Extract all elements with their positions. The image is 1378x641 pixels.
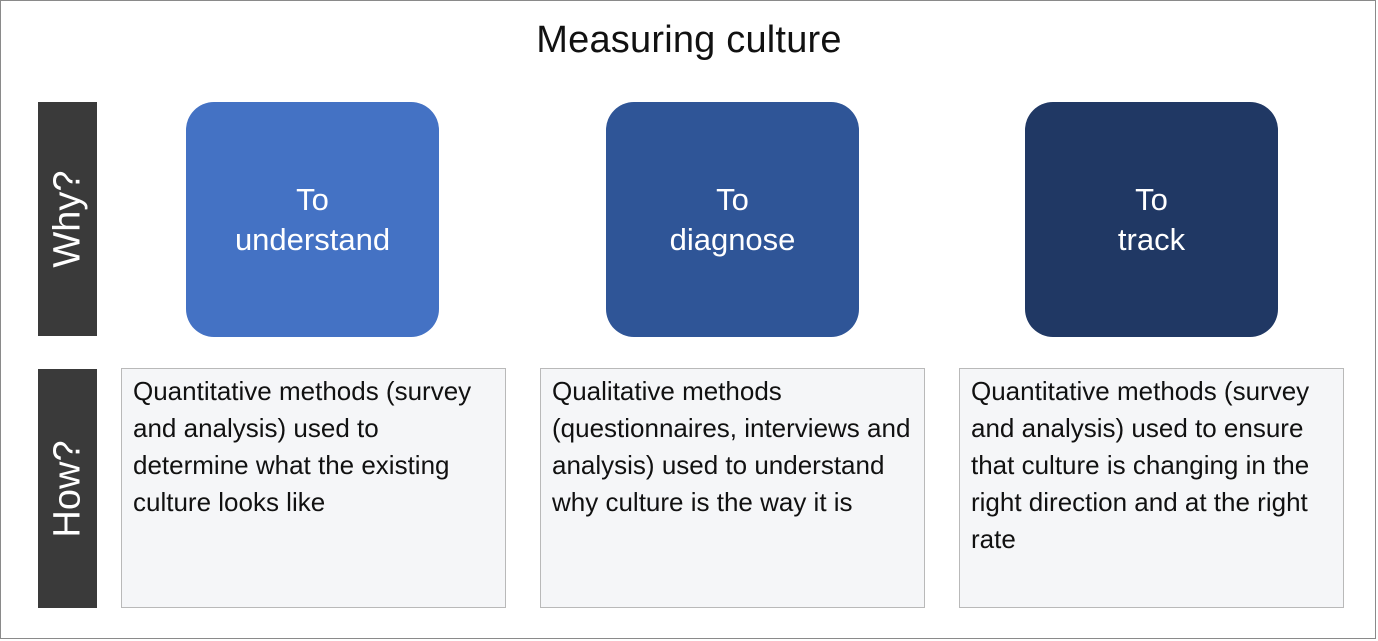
- diagram-title: Measuring culture: [536, 19, 842, 61]
- purpose-line: track: [1117, 221, 1186, 257]
- purpose-box-track: To track: [1025, 102, 1278, 337]
- purpose-line: To: [716, 181, 749, 217]
- purpose-box-understand: To understand: [186, 102, 439, 337]
- method-description-understand: Quantitative methods (survey and analysi…: [121, 368, 506, 608]
- why-label-text: Why?: [46, 170, 88, 268]
- purpose-line: understand: [234, 221, 391, 257]
- purpose-line: diagnose: [669, 221, 796, 257]
- how-row-label: How?: [38, 369, 97, 608]
- purpose-line: To: [296, 181, 329, 217]
- why-row-label: Why?: [38, 102, 97, 336]
- purpose-line: To: [1135, 181, 1168, 217]
- purpose-box-diagnose: To diagnose: [606, 102, 859, 337]
- method-description-diagnose: Qualitative methods (questionnaires, int…: [540, 368, 925, 608]
- how-label-text: How?: [46, 439, 88, 538]
- method-description-track: Quantitative methods (survey and analysi…: [959, 368, 1344, 608]
